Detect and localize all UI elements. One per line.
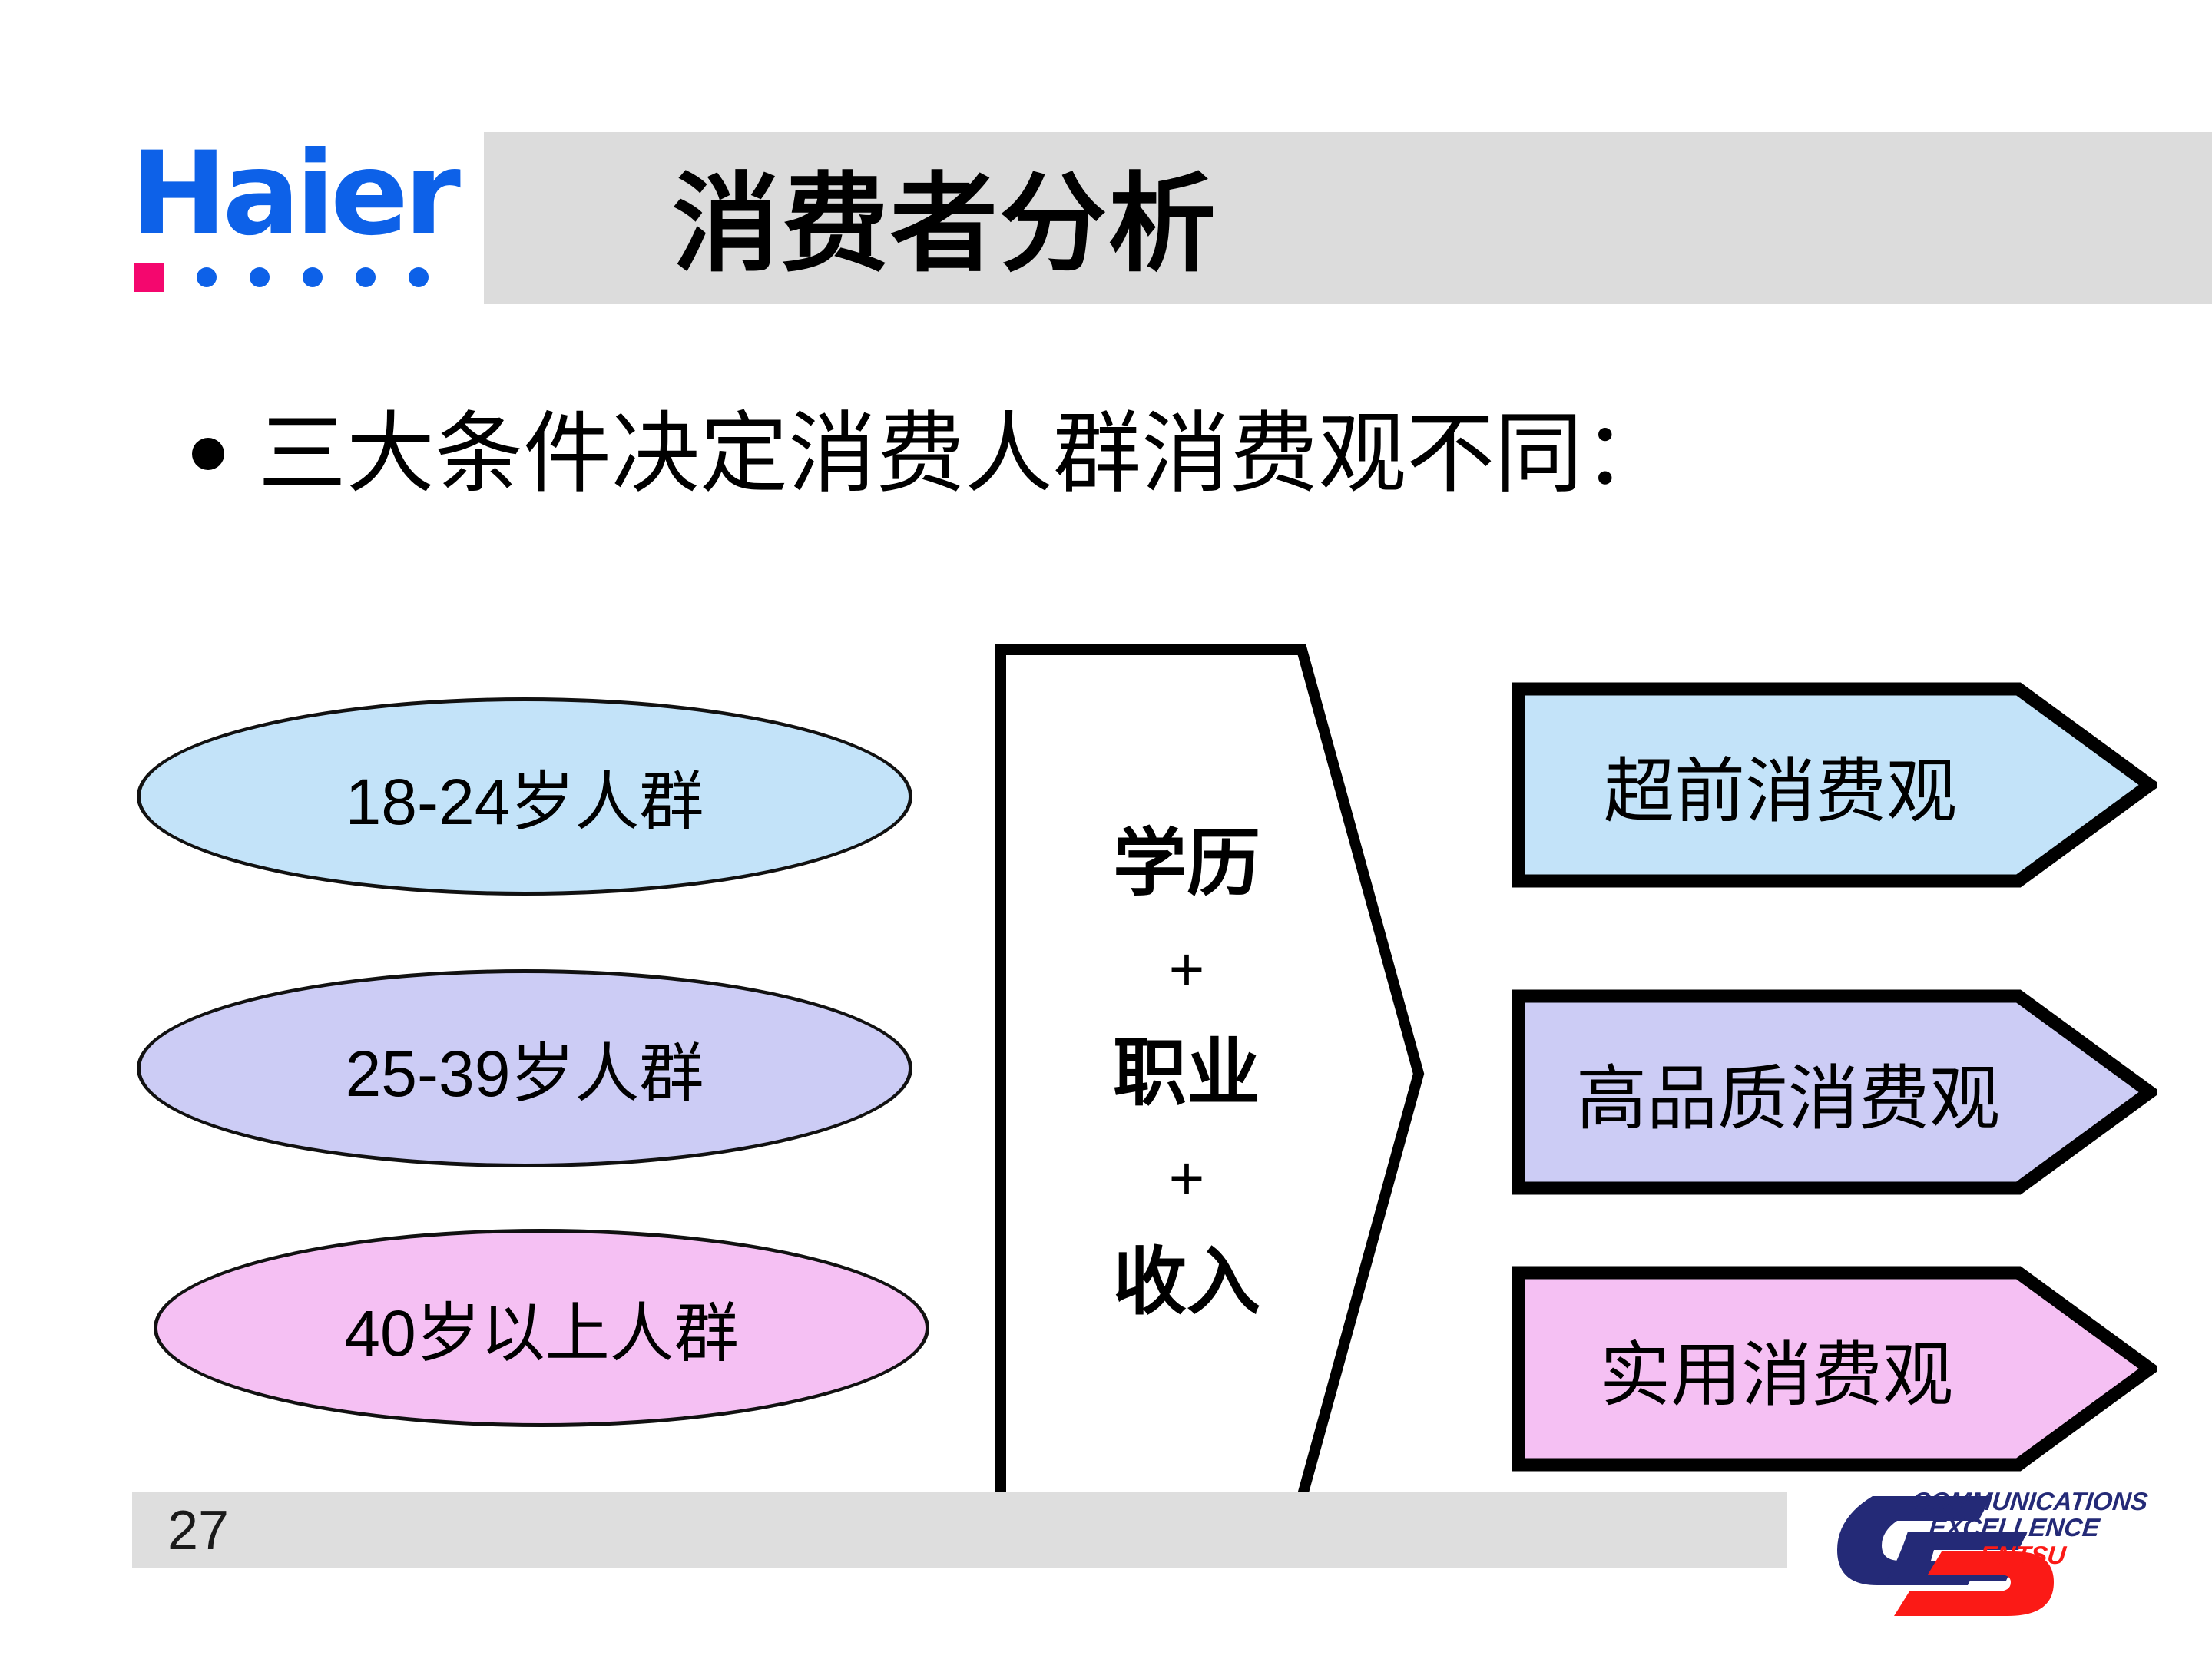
outcome-arrow-2: 高品质消费观 [1512,989,2157,1195]
haier-dot-icon [409,267,429,287]
outcome-label: 实用消费观 [1599,1336,1953,1415]
outcome-arrow-1: 超前消费观 [1512,682,2157,888]
ced-line3: ENTSU [1979,1541,2068,1570]
arrow-shape-icon [1512,989,2157,1195]
haier-dot-icon [303,267,323,287]
ced-logo: COMMUNICATIONS EXCELLENCE ENTSU [1826,1465,2157,1631]
haier-logo: Haier [131,137,469,311]
ced-line2: EXCELLENCE [1927,1514,2101,1542]
segment-ellipse-2: 25-39岁人群 [137,969,912,1167]
page-number: 27 [167,1500,230,1561]
bullet-line: 三大条件决定消费人群消费观不同： [192,401,1671,507]
outcome-label: 高品质消费观 [1575,1059,2000,1138]
criteria-operator-2: + [1168,1144,1205,1213]
criteria-brace: 学历 + 职业 + 收入 [995,644,1425,1504]
bullet-text: 三大条件决定消费人群消费观不同： [258,405,1672,503]
ced-line1: COMMUNICATIONS [1910,1488,2149,1516]
bullet-dot-icon [192,438,224,470]
criteria-term-2: 职业 [1113,1031,1260,1114]
page-title: 消费者分析 [671,164,1217,284]
footer-bar [132,1492,1787,1568]
criteria-term-1: 学历 [1113,822,1260,905]
outcome-arrow-3: 实用消费观 [1512,1266,2157,1472]
haier-square-icon [134,263,164,292]
haier-dot-icon [197,267,217,287]
outcome-label: 超前消费观 [1603,752,1957,831]
criteria-term-3: 收入 [1113,1241,1260,1324]
haier-wordmark: Haier [131,127,461,261]
brace-shape-icon [995,644,1425,1503]
title-bar [484,132,2212,304]
haier-dot-row [134,263,429,292]
segment-label: 18-24岁人群 [345,765,704,838]
criteria-stack: 学历 + 职业 + 收入 [1037,644,1336,1504]
segment-ellipse-1: 18-24岁人群 [137,697,912,896]
ced-logo-icon: COMMUNICATIONS EXCELLENCE ENTSU [1837,1488,2149,1616]
haier-dot-icon [356,267,376,287]
arrow-shape-icon [1512,682,2157,888]
arrow-shape-icon [1512,1266,2157,1472]
segment-label: 25-39岁人群 [345,1037,704,1110]
segment-label: 40岁以上人群 [344,1296,739,1369]
haier-dot-icon [250,267,270,287]
segment-ellipse-3: 40岁以上人群 [154,1229,929,1427]
criteria-operator-1: + [1168,934,1205,1003]
